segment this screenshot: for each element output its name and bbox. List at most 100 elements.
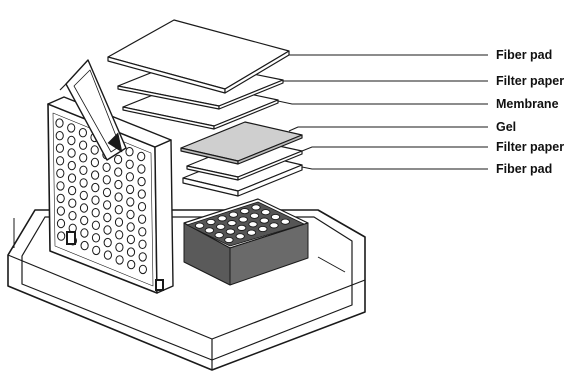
cassette-hole bbox=[270, 223, 278, 228]
cassette-hole bbox=[104, 251, 111, 259]
cassette-hole bbox=[68, 136, 75, 144]
cassette-hole bbox=[80, 191, 87, 199]
cassette-hole bbox=[127, 210, 134, 218]
cassette-hole bbox=[91, 146, 98, 154]
cassette-hole bbox=[103, 188, 110, 196]
cassette-hole bbox=[126, 148, 133, 156]
cassette-hole bbox=[56, 144, 63, 152]
cassette-hole bbox=[57, 219, 64, 227]
cassette-hole bbox=[127, 248, 134, 256]
cassette-hole bbox=[115, 218, 122, 226]
cassette-hole bbox=[81, 216, 88, 224]
cassette-hole bbox=[115, 168, 122, 176]
cassette-hole bbox=[241, 209, 249, 214]
cassette-hole bbox=[92, 221, 99, 229]
cassette-hole bbox=[127, 235, 134, 243]
cassette-hole bbox=[115, 155, 122, 163]
cassette-hole bbox=[126, 173, 133, 181]
cassette-hole bbox=[115, 206, 122, 214]
cassette-hole bbox=[80, 154, 87, 162]
cassette-hole bbox=[103, 176, 110, 184]
layer-labels: Fiber pad Filter paper Membrane Gel Filt… bbox=[496, 48, 564, 176]
cassette-hole bbox=[68, 161, 75, 169]
cassette-hole bbox=[80, 179, 87, 187]
cassette-hole bbox=[92, 234, 99, 242]
label-gel: Gel bbox=[496, 120, 516, 134]
cassette-hole bbox=[104, 226, 111, 234]
cassette-hole bbox=[92, 171, 99, 179]
cassette-hole bbox=[92, 209, 99, 217]
cassette-hole bbox=[92, 196, 99, 204]
cassette-hole bbox=[138, 177, 145, 185]
leader-fiber-pad-bottom bbox=[302, 167, 488, 169]
cassette-hole bbox=[79, 129, 86, 137]
cassette-hole bbox=[138, 165, 145, 173]
cassette-hole bbox=[226, 229, 234, 234]
cassette-hole bbox=[249, 222, 257, 227]
leader-membrane bbox=[278, 101, 488, 104]
cassette-hole bbox=[205, 228, 213, 233]
cassette-hole bbox=[116, 243, 123, 251]
cassette-hole bbox=[92, 183, 99, 191]
cassette-hole bbox=[81, 229, 88, 237]
cassette-hole bbox=[104, 201, 111, 209]
cassette-hole bbox=[195, 223, 203, 228]
cassette-hole bbox=[69, 186, 76, 194]
cassette-hole bbox=[229, 212, 237, 217]
label-membrane: Membrane bbox=[496, 97, 559, 111]
cassette-hole bbox=[260, 218, 268, 223]
cassette-hole bbox=[139, 253, 146, 261]
cassette-hole bbox=[126, 160, 133, 168]
cassette-hole bbox=[81, 241, 88, 249]
cassette-hole bbox=[271, 214, 279, 219]
cassette-hole bbox=[57, 169, 64, 177]
cassette-hole bbox=[238, 225, 246, 230]
cassette-hole bbox=[69, 212, 76, 220]
cassette-hole bbox=[116, 231, 123, 239]
cassette-hole bbox=[259, 226, 267, 231]
cassette-hole bbox=[127, 198, 134, 206]
cassette-hole bbox=[93, 246, 100, 254]
cassette-hole bbox=[247, 230, 255, 235]
cassette-hole bbox=[252, 205, 260, 210]
cassette-hole bbox=[91, 158, 98, 166]
cassette-hole bbox=[80, 166, 87, 174]
cassette-hole bbox=[236, 234, 244, 239]
cassette-hole bbox=[57, 207, 64, 215]
cassette-hole bbox=[139, 228, 146, 236]
label-filter-paper-top: Filter paper bbox=[496, 74, 564, 88]
cassette-hole bbox=[139, 265, 146, 273]
cassette-hole bbox=[127, 185, 134, 193]
cassette-hole bbox=[228, 221, 236, 226]
label-fiber-pad-bottom: Fiber pad bbox=[496, 162, 552, 176]
cassette-hole bbox=[57, 157, 64, 165]
cassette-hole bbox=[139, 240, 146, 248]
cassette-hole bbox=[57, 194, 64, 202]
cassette-hole bbox=[262, 210, 270, 215]
cassette-hole bbox=[217, 224, 225, 229]
cassette-hole bbox=[104, 238, 111, 246]
cassette-hole bbox=[104, 213, 111, 221]
cassette-hole bbox=[115, 193, 122, 201]
cassette-hole bbox=[56, 132, 63, 140]
cassette-hole bbox=[68, 149, 75, 157]
cassette-hole bbox=[281, 219, 289, 224]
cassette-hole bbox=[116, 256, 123, 264]
cassette-hole bbox=[68, 124, 75, 132]
cassette-hole bbox=[58, 232, 65, 240]
cassette-hole bbox=[250, 213, 258, 218]
cassette-hole bbox=[57, 182, 64, 190]
cassette-hole bbox=[115, 180, 122, 188]
cassette-hole bbox=[207, 219, 215, 224]
cassette-hole bbox=[127, 223, 134, 231]
cassette-hole bbox=[128, 260, 135, 268]
cassette-hole bbox=[225, 237, 233, 242]
cassette-hole bbox=[139, 215, 146, 223]
cassette-hole bbox=[103, 163, 110, 171]
cassette-hole bbox=[68, 174, 75, 182]
cassette-hole bbox=[215, 233, 223, 238]
cassette-hole bbox=[80, 204, 87, 212]
cassette-hole bbox=[69, 199, 76, 207]
cassette-hole bbox=[138, 152, 145, 160]
